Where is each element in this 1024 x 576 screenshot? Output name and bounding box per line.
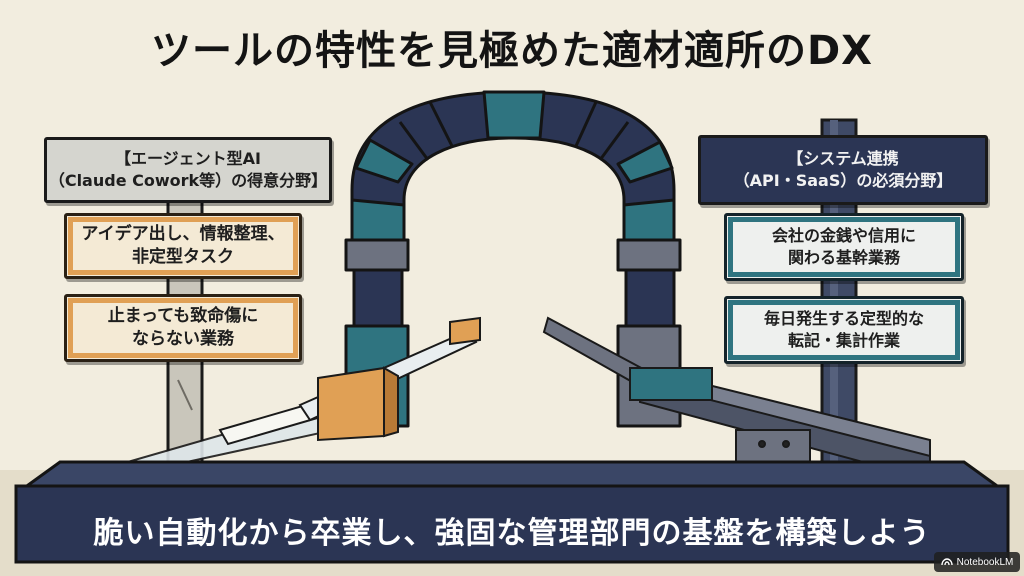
system-integration-header-line1: 【システム連携 [787,149,899,169]
ideas-sign-line1: アイデア出し、情報整理、 [81,224,285,245]
non-critical-sign-line2: ならない業務 [132,329,234,349]
fragile-glass-rail [99,316,481,471]
routine-work-sign-line1: 毎日発生する定型的な [763,309,924,329]
agent-ai-header-sign: 【エージェント型AI （Claude Cowork等）の得意分野】 [44,137,332,203]
non-critical-sign: 止まっても致命傷に ならない業務 [64,294,302,362]
notebooklm-logo-icon [940,558,953,566]
agent-ai-header-line2: （Claude Cowork等）の得意分野】 [48,171,328,190]
routine-work-sign: 毎日発生する定型的な 転記・集計作業 [724,296,964,364]
ideas-sign-line2: 非定型タスク [132,247,234,267]
system-integration-header-sign: 【システム連携 （API・SaaS）の必須分野】 [698,135,988,205]
non-critical-sign-line1: 止まっても致命傷に [107,306,259,327]
core-business-sign-line2: 関わる基幹業務 [787,248,900,267]
core-business-sign: 会社の金銭や信用に 関わる基幹業務 [724,213,964,281]
routine-work-sign-line2: 転記・集計作業 [787,331,900,350]
slide-title: ツールの特性を見極めた適材適所のDX [150,28,874,74]
bottom-banner-message: 脆い自動化から卒業し、強固な管理部門の基盤を構築しよう [93,516,931,551]
core-business-sign-line1: 会社の金銭や信用に [771,226,916,246]
banner-base [14,460,1010,564]
ideas-sign: アイデア出し、情報整理、 非定型タスク [64,213,302,279]
agent-ai-header-line1: 【エージェント型AI [114,149,262,169]
notebooklm-badge-label: NotebookLM [956,556,1014,568]
sturdy-steel-rail [542,316,931,482]
notebooklm-badge: NotebookLM [934,552,1020,572]
system-integration-header-line2: （API・SaaS）の必須分野】 [733,171,953,190]
stone-arch [344,90,682,428]
